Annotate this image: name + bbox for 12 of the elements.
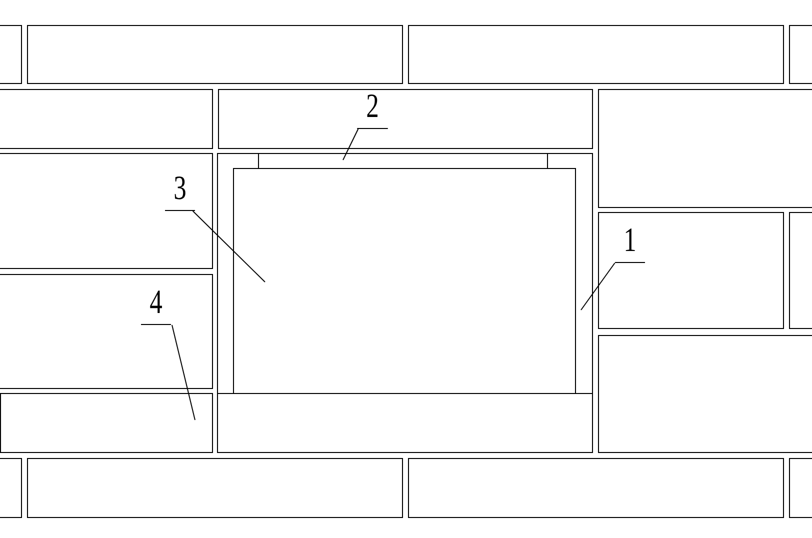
brick xyxy=(0,393,213,453)
callout-number: 1 xyxy=(615,226,645,263)
callout-number: 2 xyxy=(357,92,388,129)
leader-line xyxy=(192,210,266,282)
leader-line xyxy=(342,128,359,160)
panel xyxy=(233,168,576,394)
door-frame xyxy=(217,153,593,453)
leader-line xyxy=(172,324,196,420)
top-bar xyxy=(258,153,548,169)
leader-line xyxy=(580,262,616,310)
callout-number: 3 xyxy=(165,174,195,211)
callout-number: 4 xyxy=(141,288,171,325)
